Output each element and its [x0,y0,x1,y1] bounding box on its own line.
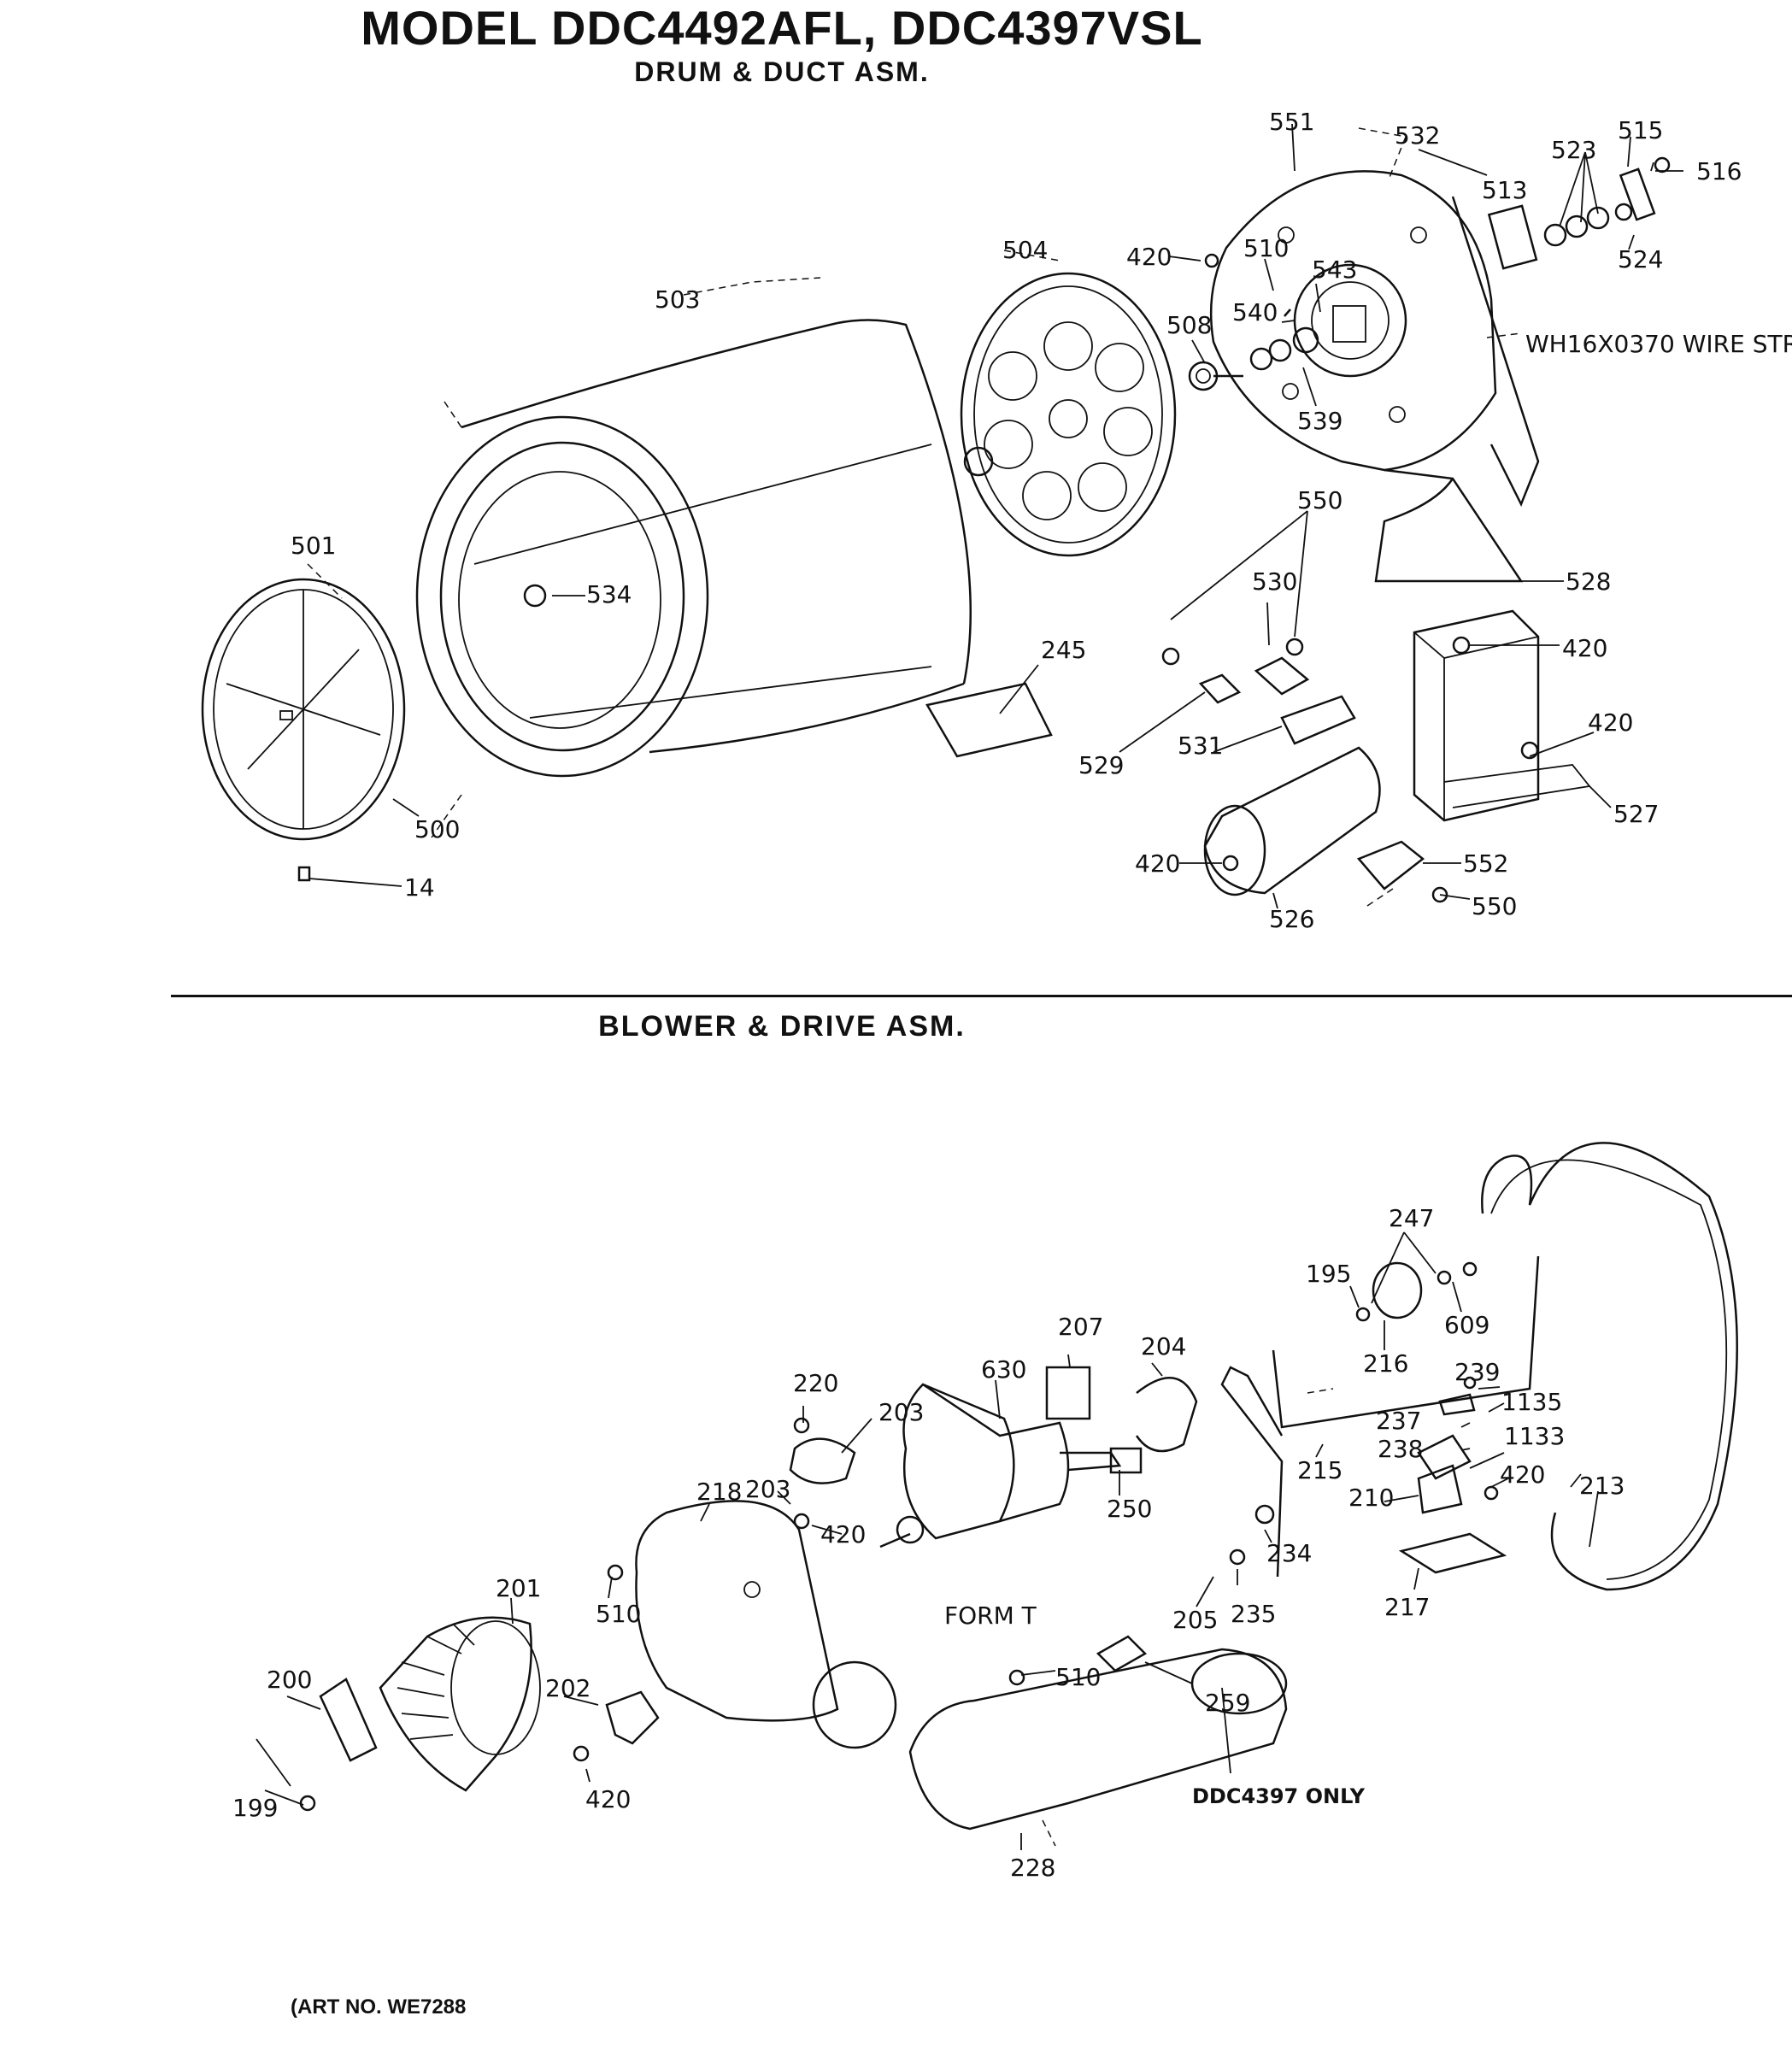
blower-wheel-201 [379,1616,541,1792]
label-630: 630 [981,1355,1026,1384]
label-510-b: 510 [596,1600,641,1628]
section-divider [171,995,1792,997]
label-234: 234 [1266,1539,1312,1567]
label-551: 551 [1269,108,1314,136]
label-213: 213 [1579,1472,1625,1500]
label-543: 543 [1312,256,1357,284]
part-labels: 551 532 515 516 523 513 524 420 510 504 … [232,108,1792,1882]
label-250: 250 [1107,1495,1152,1523]
label-220: 220 [793,1369,838,1397]
heater-box-527 [1413,609,1591,822]
label-203-b: 203 [745,1475,790,1503]
label-245: 245 [1041,636,1086,664]
label-516: 516 [1696,157,1742,185]
small-parts-drum [523,156,1671,903]
label-247: 247 [1389,1204,1434,1232]
label-420-c: 420 [1588,708,1633,737]
label-526: 526 [1269,905,1314,933]
label-534: 534 [586,580,632,608]
label-540: 540 [1232,298,1278,326]
leader-lines-drum [307,123,1683,909]
drive-belt-213 [1481,1142,1738,1591]
label-529: 529 [1078,751,1124,779]
label-510-c: 510 [1055,1663,1101,1691]
heater-526 [1203,746,1381,896]
label-238: 238 [1378,1435,1423,1463]
label-195: 195 [1306,1260,1351,1288]
drum-503 [415,319,972,778]
leader-lines-blower [256,1231,1599,1850]
label-216: 216 [1363,1349,1408,1378]
label-523: 523 [1551,136,1596,164]
note-form-t: FORM T [944,1601,1037,1630]
label-501: 501 [291,532,336,560]
blower-housing-218 [635,1500,897,1749]
label-259: 259 [1205,1689,1250,1717]
front-ring-501 [201,578,406,841]
label-550-a: 550 [1297,486,1343,514]
duct-528 [1374,468,1524,583]
label-609: 609 [1444,1311,1489,1339]
label-204: 204 [1141,1332,1186,1360]
art-number: (ART NO. WE7288 [291,1995,467,2019]
label-500: 500 [414,815,460,843]
label-210: 210 [1348,1484,1394,1512]
label-237: 237 [1376,1407,1421,1435]
label-531: 531 [1178,732,1223,760]
label-235: 235 [1231,1600,1276,1628]
label-524: 524 [1618,245,1663,273]
motor-630 [879,1383,1122,1549]
label-217: 217 [1384,1593,1430,1621]
label-527: 527 [1613,800,1659,828]
note-wire-strap: WH16X0370 WIRE STRAP [1525,330,1792,358]
label-1133: 1133 [1504,1422,1565,1450]
section-title-blower-drive: BLOWER & DRIVE ASM. [598,1010,966,1043]
label-420-b: 420 [1562,634,1607,662]
label-503: 503 [655,285,700,314]
label-239: 239 [1454,1358,1500,1386]
label-202: 202 [545,1674,590,1702]
bracket-200 [319,1678,378,1762]
label-199: 199 [232,1794,278,1822]
note-ddc4397-only: DDC4397 ONLY [1192,1784,1366,1808]
clip-14 [297,866,311,882]
label-508: 508 [1166,311,1212,339]
label-420-g: 420 [585,1785,631,1813]
label-14: 14 [404,873,435,902]
label-552: 552 [1463,849,1508,878]
page-title: MODEL DDC4492AFL, DDC4397VSL [361,1,1203,55]
label-420-f: 420 [820,1520,866,1549]
label-203-a: 203 [878,1398,924,1426]
pulley-250 [1109,1447,1143,1474]
label-515: 515 [1618,116,1663,144]
label-420-a: 420 [1126,243,1172,271]
section-title-drum-duct: DRUM & DUCT ASM. [634,56,930,87]
label-207: 207 [1058,1313,1103,1341]
label-215: 215 [1297,1456,1343,1484]
label-218: 218 [696,1478,742,1506]
label-528: 528 [1566,567,1611,596]
label-539: 539 [1297,407,1343,435]
label-1135: 1135 [1501,1388,1562,1416]
label-510-a: 510 [1243,234,1289,262]
label-200: 200 [267,1666,312,1694]
label-201: 201 [496,1574,541,1602]
label-420-e: 420 [1500,1460,1545,1489]
small-parts-blower [299,1255,1540,1812]
label-530: 530 [1252,567,1297,596]
drum-rear-panel-504 [960,272,1177,557]
label-513: 513 [1482,176,1527,204]
label-205: 205 [1172,1606,1218,1634]
label-550-b: 550 [1472,892,1517,920]
label-228: 228 [1010,1854,1055,1882]
label-420-d: 420 [1135,849,1180,878]
label-532: 532 [1395,121,1440,150]
label-504: 504 [1002,236,1048,264]
